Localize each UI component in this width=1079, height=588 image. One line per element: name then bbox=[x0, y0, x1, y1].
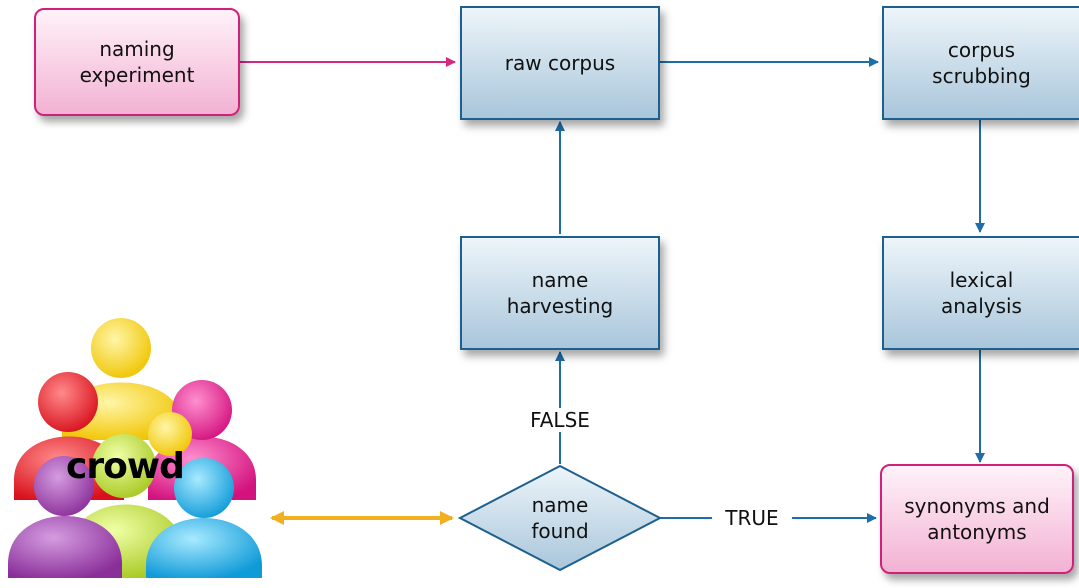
edge-label-true: TRUE bbox=[712, 506, 792, 530]
crowd-label: crowd bbox=[66, 446, 185, 487]
node-lexical-analysis: lexical analysis bbox=[882, 236, 1079, 350]
node-naming-experiment: naming experiment bbox=[34, 8, 240, 116]
node-name-found: name found bbox=[531, 493, 589, 543]
decision-diamond-shape bbox=[457, 464, 663, 572]
node-raw-corpus: raw corpus bbox=[460, 6, 660, 120]
edge-label-false: FALSE bbox=[514, 408, 606, 432]
node-corpus-scrubbing: corpus scrubbing bbox=[882, 6, 1079, 120]
node-name-harvesting: name harvesting bbox=[460, 236, 660, 350]
node-synonyms-antonyms: synonyms and antonyms bbox=[880, 464, 1074, 574]
crowd-icon bbox=[8, 318, 262, 578]
